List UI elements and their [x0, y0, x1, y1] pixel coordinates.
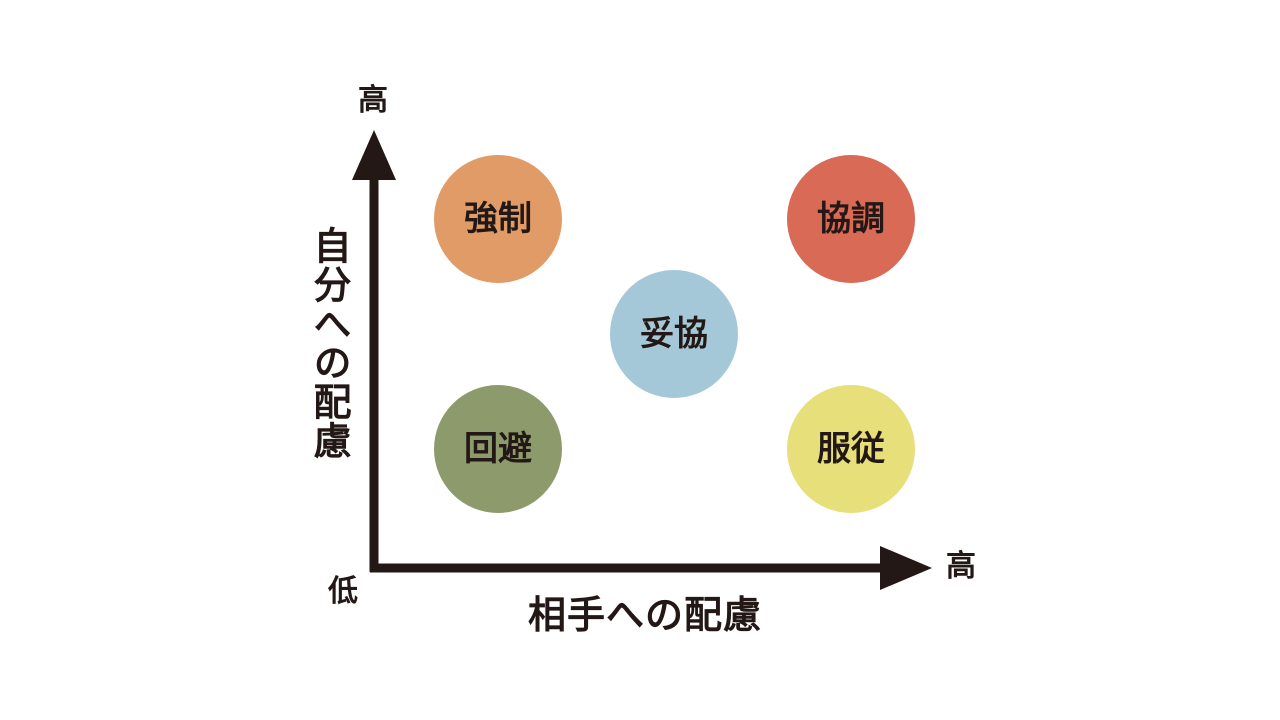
circle-label-avoid: 回避: [464, 429, 532, 469]
y-axis-high-label: 高: [358, 83, 388, 118]
y-axis-arrowhead: [352, 130, 396, 180]
origin-low-label: 低: [328, 574, 358, 609]
circle-compromise: 妥協: [610, 270, 738, 398]
circle-avoid: 回避: [434, 385, 562, 513]
circle-label-force: 強制: [464, 199, 532, 239]
x-axis-high-label: 高: [946, 549, 976, 584]
circle-label-compromise: 妥協: [640, 314, 708, 354]
circle-force: 強制: [434, 155, 562, 283]
circle-accommodate: 服従: [787, 385, 915, 513]
x-axis-title: 相手への配慮: [528, 593, 763, 637]
circle-label-collaborate: 協調: [817, 199, 885, 239]
circle-label-accommodate: 服従: [817, 429, 885, 469]
circle-collaborate: 協調: [787, 155, 915, 283]
y-axis-title: 自分への配慮: [307, 226, 351, 460]
x-axis-arrowhead: [880, 546, 932, 590]
